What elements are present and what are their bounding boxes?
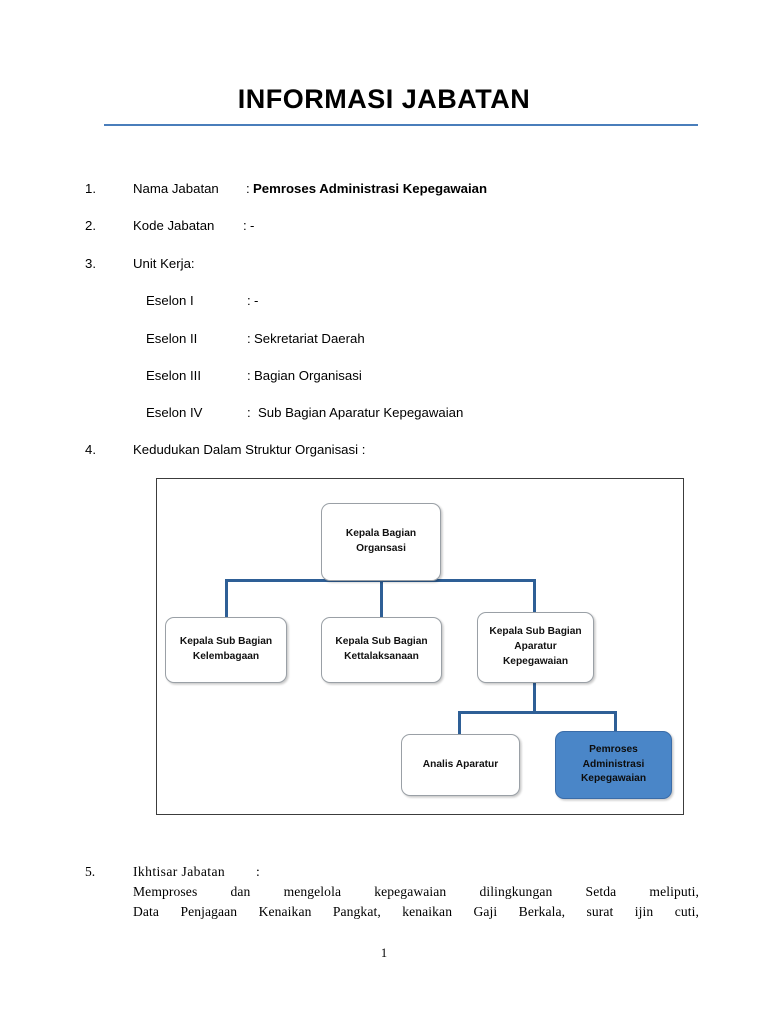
eselon-label: Eselon III [146,368,201,383]
field-label: Unit Kerja: [133,256,195,271]
org-node-sub1[interactable]: Kepala Sub Bagian Kelembagaan [165,617,287,683]
eselon-label: Eselon IV [146,405,203,420]
org-node-line: Kepegawaian [580,773,647,785]
org-node-analis-aparatur[interactable]: Analis Aparatur [401,734,520,796]
org-node-line: Kepala Sub Bagian [179,636,273,648]
field-label: Kode Jabatan [133,218,215,233]
field-number: 4. [85,442,96,457]
org-node-line: Kepala Sub Bagian [335,636,428,648]
eselon-separator: : [247,293,251,308]
page-title: INFORMASI JABATAN [237,84,531,114]
eselon-label: Eselon I [146,293,194,308]
org-node-line: Kepala Bagian [345,528,417,540]
org-node-sub2[interactable]: Kepala Sub Bagian Kettalaksanaan [321,617,442,683]
field-label: Nama Jabatan [133,181,219,196]
eselon-label: Eselon II [146,331,198,346]
eselon-value: Sub Bagian Aparatur Kepegawaian [258,405,464,420]
connector-level2-bus [458,711,617,714]
org-node-line: Administrasi [582,758,645,770]
field-separator: : [243,218,247,233]
section5-body-line-2: Data Penjagaan Kenaikan Pangkat, kenaika… [133,904,699,919]
connector-sub3-stem [533,683,536,714]
org-node-line: Organsasi [356,543,406,554]
eselon-value: Sekretariat Daerah [254,331,365,346]
eselon-separator: : [247,368,251,383]
connector-drop-sub1 [225,579,228,617]
eselon-value: Bagian Organisasi [254,368,362,383]
org-node-line: Kepala Sub Bagian [489,626,582,638]
field-value: Pemroses Administrasi Kepegawaian [253,181,488,196]
connector-drop-sub2 [380,579,383,617]
org-node-line: Pemroses [589,743,638,755]
section5-number: 5. [85,864,96,879]
eselon-separator: : [247,405,251,420]
eselon-value: - [254,293,259,308]
title-divider [104,124,698,126]
eselon-separator: : [247,331,251,346]
connector-drop-leaf2 [614,711,617,734]
field-number: 2. [85,218,96,233]
page-number: 1 [380,946,388,960]
org-chart: Kepala Bagian Organsasi Kepala Sub Bagia… [156,478,684,815]
section5-separator: : [256,864,260,879]
org-node-line: Kepegawaian [502,655,569,667]
field-separator: : [246,181,250,196]
org-node-root[interactable]: Kepala Bagian Organsasi [321,503,441,581]
field-label: Kedudukan Dalam Struktur Organisasi : [133,442,366,457]
connector-drop-leaf1 [458,711,461,734]
org-node-line: Analis Aparatur [422,758,499,770]
section5-body-line-1: Memproses dan mengelola kepegawaian dili… [133,884,699,899]
org-node-line: Aparatur [514,641,557,653]
field-number: 3. [85,256,96,271]
org-node-line: Kelembagaan [192,651,260,662]
org-node-pemroses-administrasi-kepegawaian[interactable]: Pemroses Administrasi Kepegawaian [555,731,672,799]
section5-label: Ikhtisar Jabatan [133,864,226,879]
field-value: - [250,218,255,233]
field-number: 1. [85,181,96,196]
org-node-sub3[interactable]: Kepala Sub Bagian Aparatur Kepegawaian [477,612,594,683]
org-node-line: Kettalaksanaan [344,651,419,662]
connector-drop-sub3 [533,579,536,617]
